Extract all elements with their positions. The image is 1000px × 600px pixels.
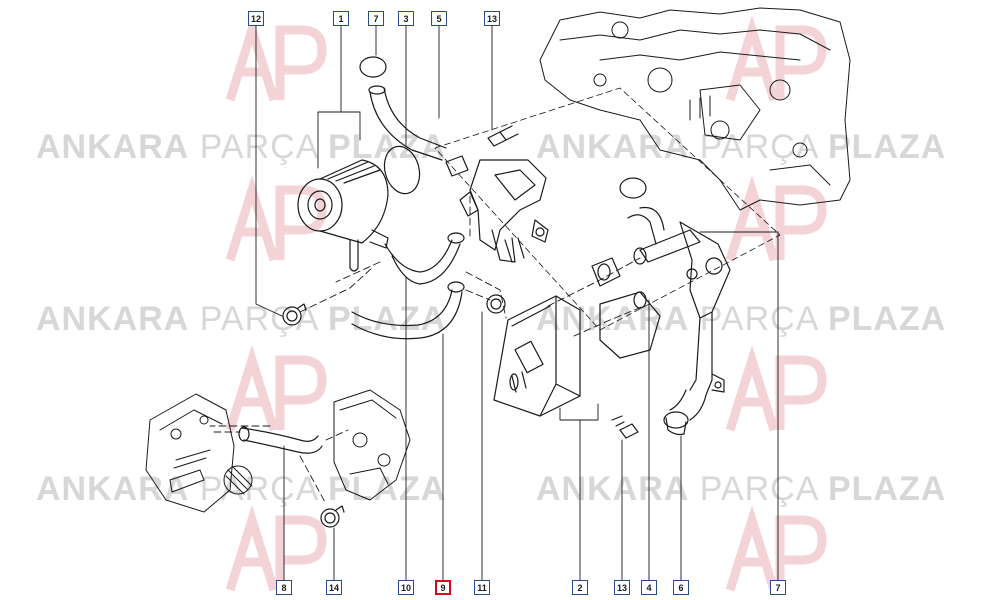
bolt <box>487 125 519 147</box>
watermark-text: ANKARA PARÇA PLAZA <box>36 128 447 166</box>
small-o-ring <box>619 177 647 199</box>
callout-10: 10 <box>398 580 414 595</box>
callout-1: 1 <box>333 11 349 26</box>
callout-6: 6 <box>673 580 689 595</box>
callout-13: 13 <box>484 11 500 26</box>
watermark-text: ANKARA PARÇA PLAZA <box>36 470 447 508</box>
watermark-logo <box>225 14 327 102</box>
callout-9-highlighted: 9 <box>435 580 451 595</box>
watermark-logo <box>725 504 827 592</box>
coolant-hose <box>384 239 461 285</box>
gasket <box>591 257 661 359</box>
coolant-hose <box>351 289 463 340</box>
callout-13: 13 <box>614 580 630 595</box>
water-outlet-pipe <box>627 206 731 436</box>
watermark-text: ANKARA PARÇA PLAZA <box>36 300 447 338</box>
watermark-logo <box>225 344 327 432</box>
hose-clamp <box>320 505 345 528</box>
lower-hose <box>241 427 323 454</box>
hose-clamp <box>282 303 307 326</box>
callout-7: 7 <box>368 11 384 26</box>
oil-cooler <box>297 159 389 272</box>
callout-12: 12 <box>248 11 264 26</box>
hose-clamp <box>486 294 506 314</box>
callout-14: 14 <box>326 580 342 595</box>
o-ring-seal <box>383 145 421 195</box>
small-o-ring <box>359 56 387 78</box>
watermark-text: ANKARA PARÇA PLAZA <box>536 470 947 508</box>
watermark-logo <box>725 14 827 102</box>
reference-box <box>434 87 781 331</box>
callout-11: 11 <box>474 580 490 595</box>
upper-pipe <box>369 87 447 161</box>
callout-3: 3 <box>398 11 414 26</box>
bolt <box>611 415 639 439</box>
assembly-lines <box>209 195 645 505</box>
thermostat-housing <box>445 155 549 263</box>
leader-lines <box>255 24 779 583</box>
callout-2: 2 <box>572 580 588 595</box>
engine-block <box>539 7 851 211</box>
callout-4: 4 <box>641 580 657 595</box>
callout-7: 7 <box>770 580 786 595</box>
egr-cooler <box>493 295 581 417</box>
watermark-text: ANKARA PARÇA PLAZA <box>536 300 947 338</box>
egr-valve-assembly <box>145 389 411 513</box>
callout-8: 8 <box>276 580 292 595</box>
watermark-logo <box>225 504 327 592</box>
watermark-logo <box>725 344 827 432</box>
callout-5: 5 <box>431 11 447 26</box>
